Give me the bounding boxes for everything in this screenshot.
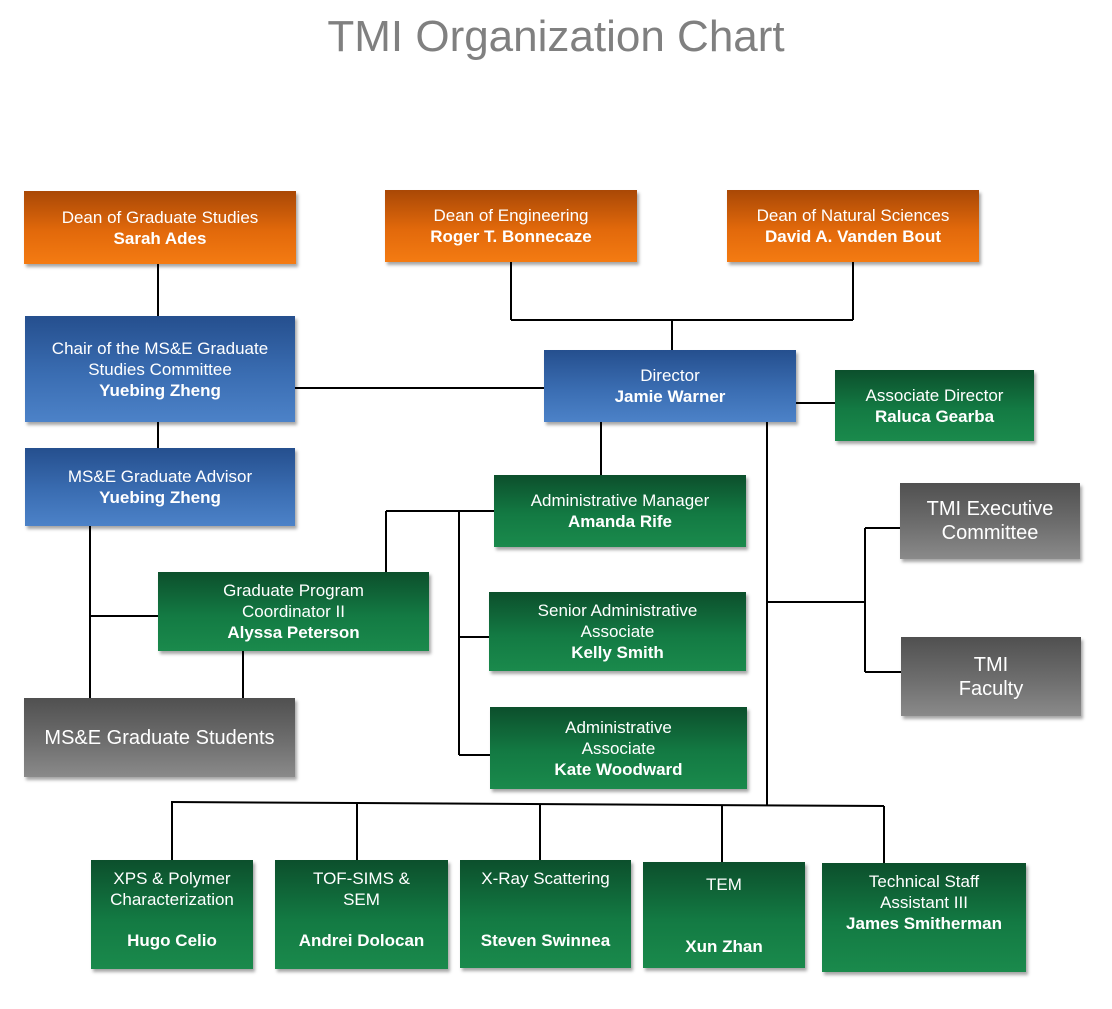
node-name: Kate Woodward (554, 759, 683, 779)
node-role: Director (640, 366, 700, 385)
node-name: Hugo Celio (127, 931, 217, 950)
node-role-line2: SEM (343, 890, 380, 909)
node-name: Raluca Gearba (874, 406, 995, 426)
node-graduate-advisor: MS&E Graduate Advisor Yuebing Zheng (25, 448, 295, 526)
node-xray-scattering: X-Ray Scattering Steven Swinnea (460, 860, 631, 968)
node-name: Amanda Rife (568, 512, 672, 531)
node-name: James Smitherman (846, 914, 1002, 933)
node-role: TEM (706, 875, 742, 894)
node-tof-sims-sem: TOF-SIMS & SEM Andrei Dolocan (275, 860, 448, 969)
node-faculty: TMI Faculty (901, 637, 1081, 716)
node-label: MS&E Graduate Students (44, 726, 275, 749)
node-role: Dean of Natural Sciences (756, 206, 950, 225)
node-role: MS&E Graduate Advisor (67, 467, 253, 486)
node-role-line2: Characterization (110, 890, 234, 909)
chart-title: TMI Organization Chart (327, 12, 785, 61)
node-administrative-associate: Administrative Associate Kate Woodward (490, 707, 747, 789)
node-role-line2: Coordinator II (242, 602, 345, 621)
node-name: Kelly Smith (571, 643, 664, 662)
node-name: Xun Zhan (685, 937, 763, 956)
node-role-line2: Studies Committee (88, 359, 232, 379)
node-name: Yuebing Zheng (99, 488, 221, 507)
node-dean-graduate-studies: Dean of Graduate Studies Sarah Ades (24, 191, 296, 264)
node-graduate-program-coordinator: Graduate Program Coordinator II Alyssa P… (158, 572, 429, 651)
node-line1: TMI (973, 653, 1009, 676)
node-role: X-Ray Scattering (481, 869, 610, 888)
node-role-line1: Administrative (565, 717, 672, 737)
node-name: Andrei Dolocan (298, 931, 425, 950)
node-name: Yuebing Zheng (99, 380, 221, 400)
node-graduate-students: MS&E Graduate Students (24, 698, 295, 777)
node-role-line2: Assistant III (880, 893, 968, 912)
node-role: Dean of Engineering (433, 206, 589, 225)
node-line2: Committee (941, 522, 1039, 544)
node-role-line1: Senior Administrative (537, 601, 698, 620)
node-name: Jamie Warner (614, 387, 726, 406)
connector-bottom-bar (170, 801, 885, 807)
node-chair-graduate-committee: Chair of the MS&E Graduate Studies Commi… (25, 316, 295, 422)
node-name: Alyssa Peterson (227, 623, 360, 642)
node-role-line1: TOF-SIMS & (313, 869, 410, 888)
node-associate-director: Associate Director Raluca Gearba (835, 370, 1034, 441)
node-line1: TMI Executive (926, 498, 1054, 520)
node-technical-staff: Technical Staff Assistant III James Smit… (822, 863, 1026, 972)
node-name: David A. Vanden Bout (764, 227, 941, 246)
node-role: Administrative Manager (530, 491, 710, 510)
node-administrative-manager: Administrative Manager Amanda Rife (494, 475, 746, 547)
node-line2: Faculty (958, 677, 1024, 700)
node-role-line1: Graduate Program (223, 581, 364, 600)
node-role: Associate Director (865, 385, 1004, 405)
node-dean-engineering: Dean of Engineering Roger T. Bonnecaze (385, 190, 637, 262)
node-role-line1: Technical Staff (868, 872, 980, 891)
node-xps-polymer: XPS & Polymer Characterization Hugo Celi… (91, 860, 253, 969)
node-name: Roger T. Bonnecaze (430, 227, 592, 246)
node-role-line1: XPS & Polymer (113, 869, 231, 888)
node-name: Sarah Ades (113, 228, 207, 248)
node-role: Dean of Graduate Studies (61, 207, 259, 227)
node-senior-administrative-associate: Senior Administrative Associate Kelly Sm… (489, 592, 746, 671)
node-role-line2: Associate (581, 738, 656, 758)
node-director: Director Jamie Warner (544, 350, 796, 422)
node-dean-natural-sciences: Dean of Natural Sciences David A. Vanden… (727, 190, 979, 262)
node-tem: TEM Xun Zhan (643, 862, 805, 968)
node-role-line2: Associate (580, 622, 655, 641)
node-role-line1: Chair of the MS&E Graduate (51, 338, 269, 358)
node-executive-committee: TMI Executive Committee (900, 483, 1080, 559)
node-name: Steven Swinnea (480, 931, 611, 950)
